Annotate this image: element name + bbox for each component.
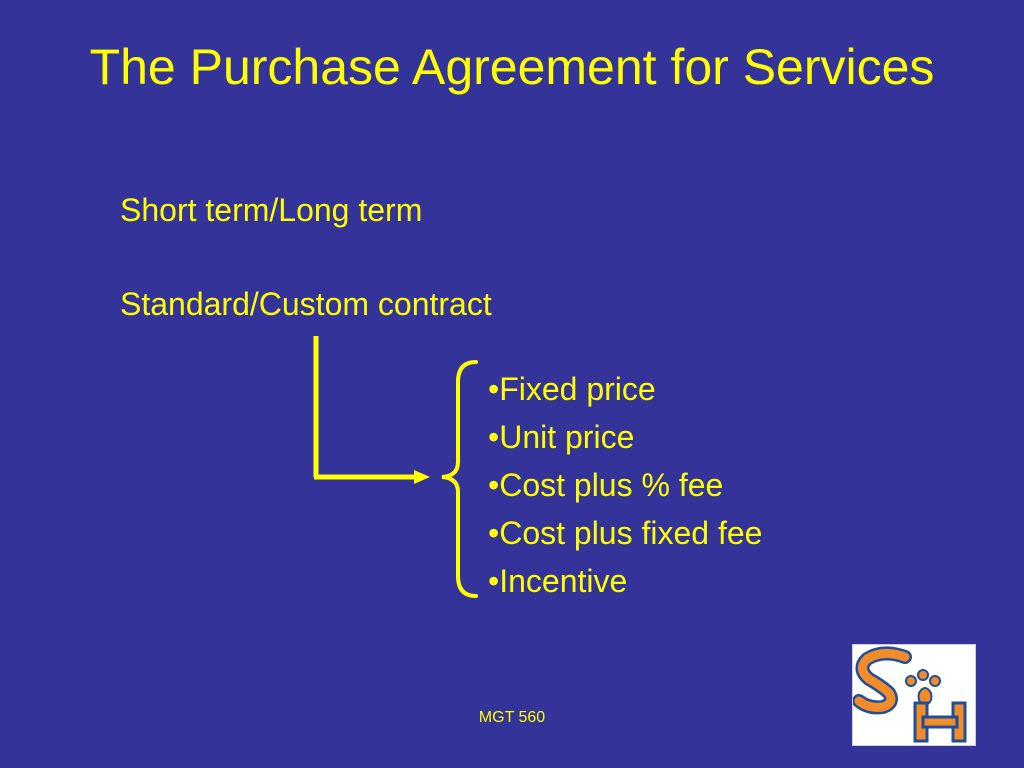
body-line-term: Short term/Long term xyxy=(120,192,423,228)
slide-title: The Purchase Agreement for Services xyxy=(89,39,935,95)
bullet-cost-plus-fixed-fee: •Cost plus fixed fee xyxy=(488,515,763,551)
bullet-incentive: •Incentive xyxy=(488,563,628,599)
slide-footer: MGT 560 xyxy=(478,709,546,726)
right-arrow-icon xyxy=(313,336,430,484)
bullet-unit-price: •Unit price xyxy=(488,419,635,455)
bullet-fixed-price: •Fixed price xyxy=(488,371,656,407)
pricing-bullet-list: •Fixed price •Unit price •Cost plus % fe… xyxy=(488,365,762,605)
sam-houston-sh-logo-icon xyxy=(852,644,976,746)
bullet-cost-plus-percent-fee: •Cost plus % fee xyxy=(488,467,724,503)
body-line-contract: Standard/Custom contract xyxy=(120,286,492,322)
left-curly-brace-icon xyxy=(441,360,478,598)
